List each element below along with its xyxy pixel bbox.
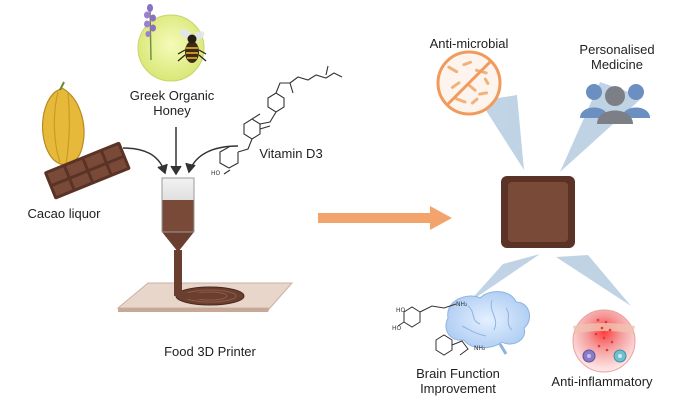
svg-text:HO: HO — [211, 170, 221, 177]
people-icon — [580, 84, 650, 124]
lavender-icon — [144, 4, 156, 61]
dopamine-structure-icon — [397, 303, 469, 356]
vitamin-d3-label: Vitamin D3 — [259, 146, 323, 161]
svg-text:NH₂: NH₂ — [456, 301, 468, 308]
personalised-medicine-label: Personalised Medicine — [579, 42, 655, 72]
bee-icon — [177, 29, 207, 63]
brain-function-label: Brain Function Improvement — [416, 366, 500, 396]
brain-icon — [445, 291, 531, 355]
honey-label: Greek Organic Honey — [129, 88, 215, 118]
svg-text:HO: HO — [396, 307, 406, 314]
honey-illustration — [137, 4, 207, 82]
printer-label: Food 3D Printer — [164, 344, 256, 359]
cacao-liquor-label: Cacao liquor — [27, 206, 101, 221]
vitamin-d3-structure-icon — [219, 65, 343, 175]
food-3d-printer-illustration — [116, 177, 294, 312]
svg-text:NH₂: NH₂ — [474, 345, 486, 352]
printed-chocolate-product — [501, 176, 575, 248]
cacao-pod-icon — [41, 81, 85, 166]
svg-text:HO: HO — [392, 325, 402, 332]
anti-inflammatory-icon — [572, 309, 636, 373]
input-arrows — [122, 127, 239, 176]
anti-inflammatory-label: Anti-inflammatory — [551, 374, 653, 389]
anti-microbial-label: Anti-microbial — [429, 36, 509, 51]
process-arrow-icon — [318, 206, 452, 230]
anti-microbial-icon — [436, 50, 502, 116]
chocolate-bar-icon — [44, 141, 131, 200]
benefit-beams — [468, 82, 643, 306]
